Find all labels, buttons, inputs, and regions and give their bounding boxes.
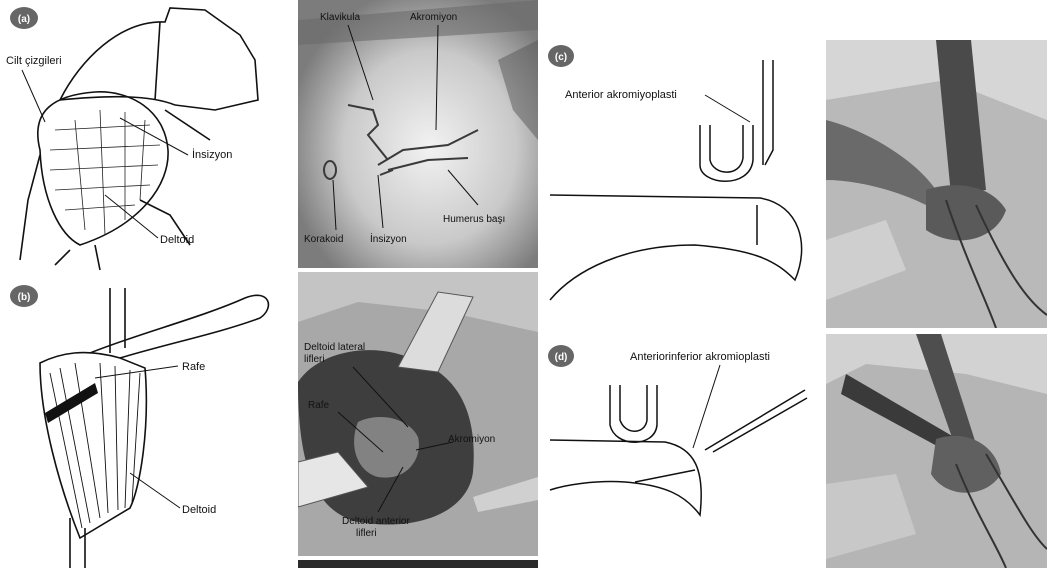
shoulder-outline-drawing <box>20 8 258 270</box>
svg-text:(a): (a) <box>18 14 30 25</box>
deltoid-outline <box>40 288 268 568</box>
label-rafe-photo: Rafe <box>308 400 330 411</box>
deltoid-hatching <box>50 110 160 235</box>
photo-incision-anatomy: Klavikula Akromiyon Korakoid İnsizyon Hu… <box>298 0 538 268</box>
label-rafe-b: Rafe <box>182 361 205 373</box>
label-korakoid: Korakoid <box>304 234 343 245</box>
label-deltoid-b: Deltoid <box>182 504 216 516</box>
anteroinferior-drawing <box>550 385 807 515</box>
label-deltoid-anterior-2: lifleri <box>356 528 377 539</box>
photo-acromioplasty-bottom <box>826 334 1047 568</box>
label-insizyon-a: İnsizyon <box>192 148 232 161</box>
label-akromiyon-top: Akromiyon <box>410 12 457 23</box>
panel-d-badge: (d) <box>548 345 574 367</box>
label-deltoid-lateral-1: Deltoid lateral <box>304 342 365 353</box>
svg-text:(d): (d) <box>555 352 568 363</box>
label-deltoid-anterior-1: Deltoid anterior <box>342 516 410 527</box>
label-insizyon-photo: İnsizyon <box>370 232 407 245</box>
panel-b-deltoid-drawing: (b) Rafe Deltoid <box>0 278 295 568</box>
panel-c-leader-line <box>705 95 750 122</box>
panel-c-acromioplasty-diagram: (c) Anterior akromiyoplasti <box>545 40 815 310</box>
photo-deltoid-split: Deltoid lateral lifleri Rafe Akromiyon D… <box>298 272 538 556</box>
panel-c-badge: (c) <box>548 45 574 67</box>
label-deltoid-lateral-2: lifleri <box>304 354 325 365</box>
label-humerus-basi: Humerus başı <box>443 214 505 225</box>
label-anterior-akromiyoplasti: Anterior akromiyoplasti <box>565 89 677 101</box>
photo-acromioplasty-top <box>826 40 1047 328</box>
panel-b-badge: (b) <box>10 285 38 307</box>
label-klavikula: Klavikula <box>320 12 360 23</box>
label-anteriorinferior-akromioplasti: Anteriorinferior akromioplasti <box>630 351 770 363</box>
panel-a-shoulder-drawing: (a) Cilt çizgileri İnsizyon Deltoid <box>0 0 295 275</box>
photo-bottom-partial <box>298 560 538 568</box>
label-akromiyon-mid: Akromiyon <box>448 434 495 445</box>
svg-text:(b): (b) <box>18 292 31 303</box>
panel-d-leader-line <box>693 365 720 448</box>
label-cilt-cizgileri: Cilt çizgileri <box>6 55 62 67</box>
panel-a-badge: (a) <box>10 7 38 29</box>
panel-d-anteroinferior-diagram: (d) Anteriorinferior akromioplasti <box>545 340 815 530</box>
label-deltoid-a: Deltoid <box>160 234 194 246</box>
panel-a-leader-lines <box>22 70 188 238</box>
svg-text:(c): (c) <box>555 52 567 63</box>
